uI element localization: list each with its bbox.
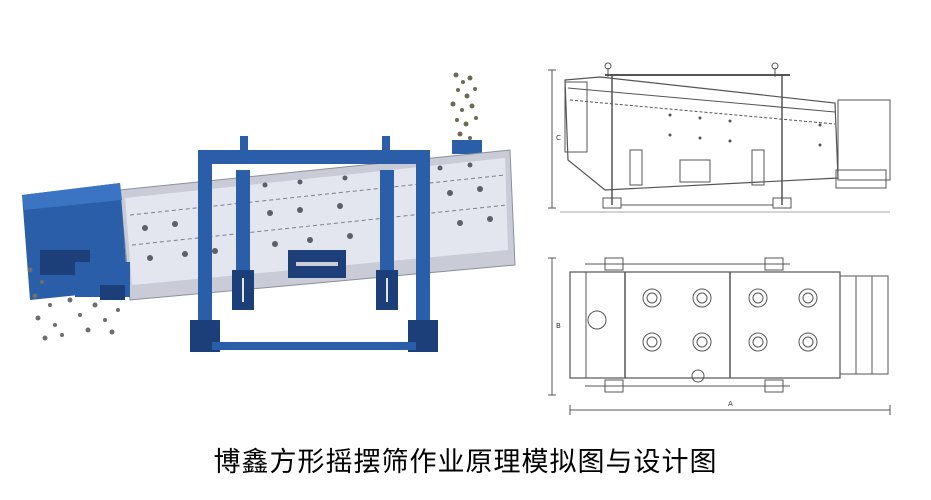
design-drawing: C B A [548, 62, 891, 415]
feed-particles-icon [450, 72, 478, 140]
screen-holes-icon [142, 162, 493, 261]
feed-inlet [452, 140, 482, 154]
swing-screen-simulation [22, 72, 516, 352]
plan-view [569, 257, 889, 393]
spring-suspension-icon [232, 170, 398, 310]
figure-caption: 博鑫方形摇摆筛作业原理模拟图与设计图 [213, 447, 718, 478]
side-elevation-view [564, 62, 891, 209]
dimension-label-c: C [556, 134, 561, 142]
dimension-label-b: B [556, 322, 561, 330]
support-frame [190, 136, 438, 352]
dimension-label-a: A [728, 400, 733, 408]
screen-deck [125, 158, 508, 285]
outlet-particles-icon [27, 267, 120, 341]
